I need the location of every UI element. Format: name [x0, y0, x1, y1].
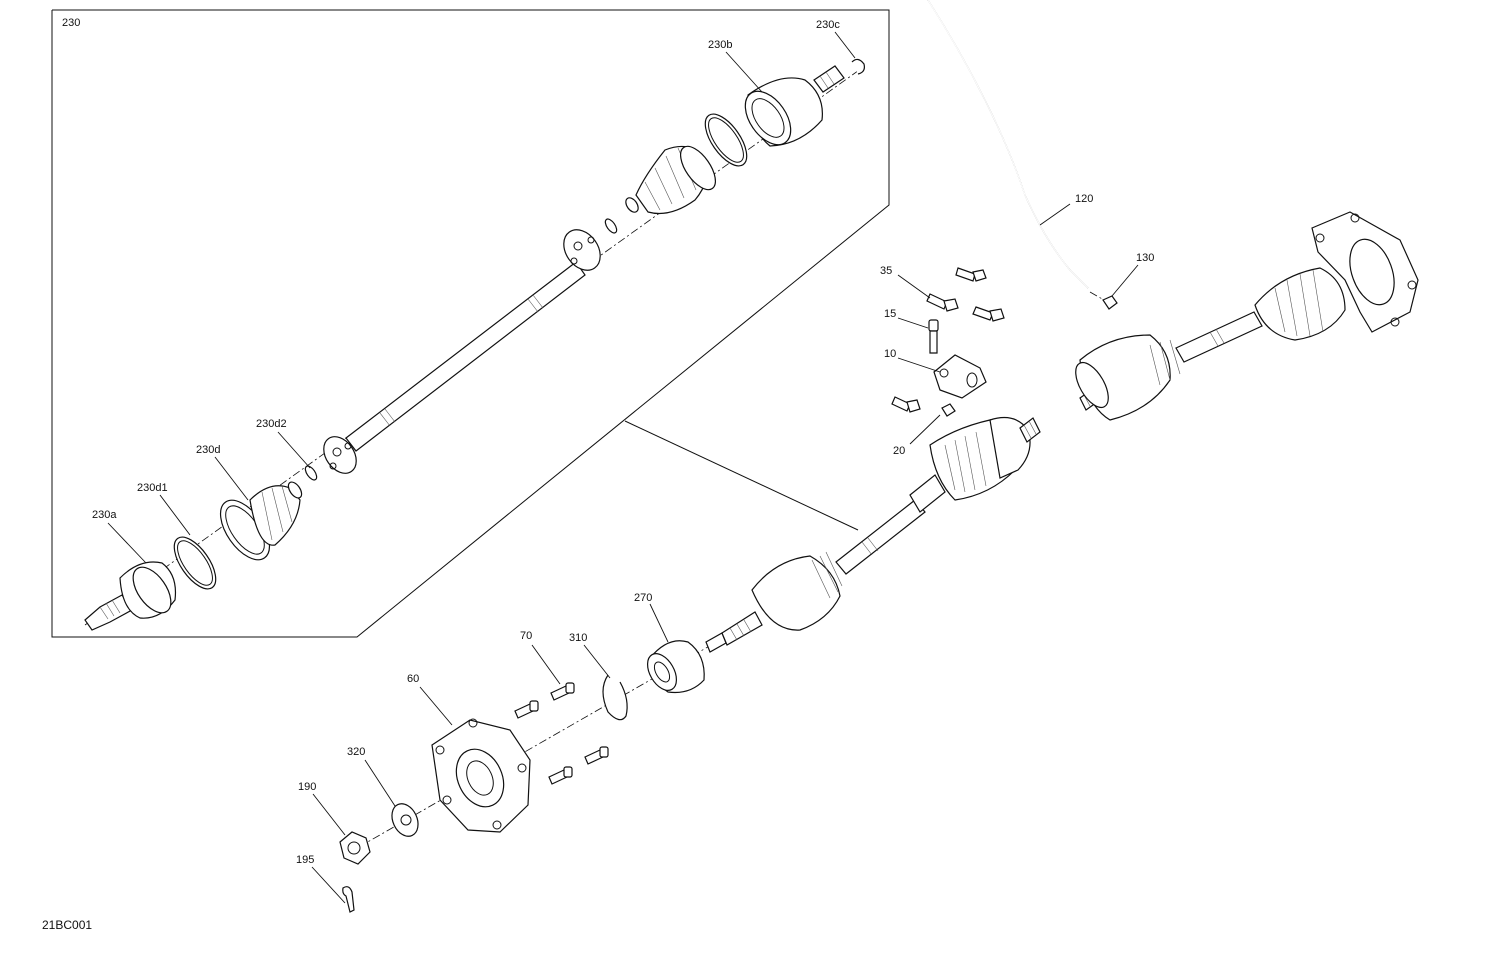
- part-195-cotter-pin: [342, 886, 355, 913]
- callout-230b: 230b: [708, 39, 732, 51]
- part-230d1-clamp: [173, 536, 217, 590]
- part-190-castle-nut: [339, 831, 371, 865]
- part-230b-clamp-ring: [704, 113, 748, 167]
- part-230b-inner-housing: [744, 65, 845, 147]
- callout-70: 70: [520, 630, 532, 642]
- callout-230c: 230c: [816, 19, 840, 31]
- callout-230d2: 230d2: [256, 418, 287, 430]
- callout-10: 10: [884, 348, 896, 360]
- callout-190: 190: [298, 781, 316, 793]
- part-320-washer: [391, 803, 419, 837]
- callout-60: 60: [407, 673, 419, 685]
- callout-320: 320: [347, 746, 365, 758]
- callout-35: 35: [880, 265, 892, 277]
- part-70-wheel-studs: [514, 682, 609, 785]
- part-130-nut: [1089, 291, 1118, 310]
- part-upper-spider: [563, 229, 601, 271]
- callout-15: 15: [884, 308, 896, 320]
- callout-120: 120: [1075, 193, 1093, 205]
- part-inner-spider: [323, 436, 357, 474]
- part-35-bolts: [926, 267, 1005, 322]
- part-230a-outer-cv-joint: [84, 561, 177, 631]
- callout-230d1: 230d1: [137, 482, 168, 494]
- part-230c-circlip: [851, 58, 865, 75]
- part-270-bearing: [646, 640, 705, 694]
- part-10-clamp: [933, 354, 987, 399]
- inset-frame: [51, 9, 890, 638]
- part-230-shaft: [345, 261, 586, 452]
- callout-310: 310: [569, 632, 587, 644]
- callout-130: 130: [1136, 252, 1154, 264]
- part-main-drive-shaft: [705, 417, 1041, 653]
- part-right-drive-shaft: [1075, 211, 1419, 421]
- part-120-cable: [927, 0, 1089, 289]
- part-upper-circlip: [604, 218, 618, 234]
- callout-195: 195: [296, 854, 314, 866]
- part-20-fasteners: [891, 396, 956, 417]
- inset-leaders: [107, 31, 856, 564]
- part-310-retaining-ring: [602, 674, 628, 721]
- part-60-wheel-hub: [431, 718, 531, 833]
- drawing-code: 21BC001: [42, 918, 92, 932]
- callout-230d: 230d: [196, 444, 220, 456]
- part-230d-boot: [219, 481, 303, 561]
- inset-label: 230: [62, 17, 80, 29]
- part-15-bolt: [928, 319, 939, 354]
- part-230d2-circlip: [304, 465, 318, 481]
- callout-230a: 230a: [92, 509, 117, 521]
- part-upper-boot: [625, 145, 716, 215]
- callout-270: 270: [634, 592, 652, 604]
- callout-20: 20: [893, 445, 905, 457]
- main-leaders: [311, 203, 1139, 904]
